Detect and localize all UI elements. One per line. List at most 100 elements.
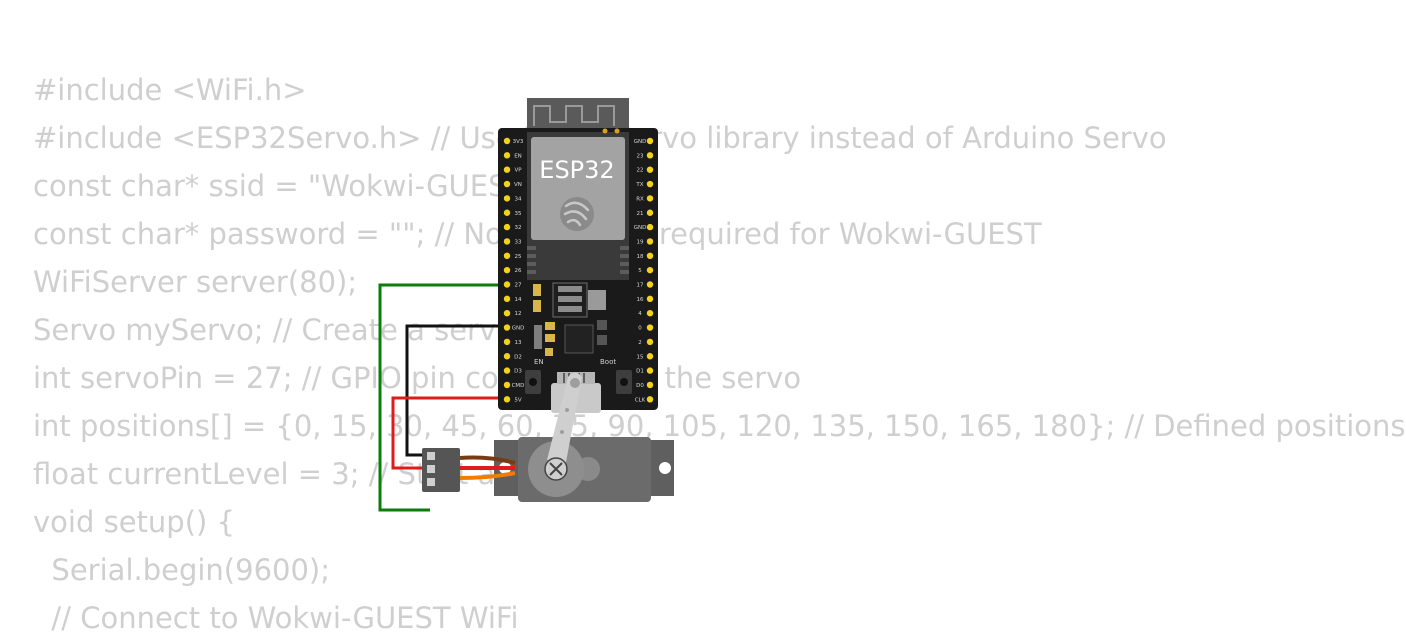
chip-label: ESP32 [539, 156, 614, 184]
left-pin-label: D2 [514, 354, 522, 360]
left-pin-label: 32 [515, 225, 522, 231]
usb-uart-chip [564, 324, 594, 354]
code-line: // Connect to Wokwi-GUEST WiFi [33, 601, 519, 635]
circuit-canvas: ESP32 EN Boot [378, 98, 674, 512]
left-pin[interactable] [503, 180, 511, 188]
right-pin-label: 0 [638, 326, 642, 332]
left-pin[interactable] [503, 152, 511, 159]
right-pin-label: 2 [638, 340, 642, 346]
en-button-label: EN [534, 358, 544, 366]
left-pin-label: 27 [515, 283, 522, 289]
servo-motor[interactable] [422, 372, 674, 503]
wires [378, 283, 508, 512]
left-pin-label: VP [514, 168, 522, 174]
esp32-board[interactable]: ESP32 EN Boot [498, 98, 658, 413]
left-pin-label: 3V3 [513, 139, 524, 145]
left-pin[interactable] [503, 209, 511, 216]
right-pin-label: 17 [637, 283, 644, 289]
antenna-trace-icon [533, 105, 615, 126]
code-editor-background: #include <WiFi.h>#include <ESP32Servo.h>… [33, 66, 1406, 642]
right-pin[interactable] [646, 310, 654, 317]
left-pin[interactable] [503, 137, 511, 145]
right-pin-label: 4 [638, 311, 642, 317]
right-pin[interactable] [646, 324, 654, 331]
ground-wire[interactable] [405, 324, 508, 457]
left-pin[interactable] [503, 367, 511, 374]
left-pin[interactable] [503, 166, 511, 173]
right-pin-label: 5 [638, 268, 642, 274]
power-wire[interactable] [391, 396, 508, 470]
left-pin-label: 14 [515, 297, 522, 303]
left-pin-label: 35 [515, 211, 522, 217]
right-pin-label: GND [634, 139, 647, 145]
right-pin-label: GND [634, 225, 647, 231]
right-pin[interactable] [646, 137, 654, 145]
right-pin-label: 22 [637, 168, 644, 174]
right-pin[interactable] [646, 353, 654, 360]
left-pin[interactable] [503, 295, 511, 303]
left-pin-label: 5V [514, 397, 521, 403]
right-pin[interactable] [646, 166, 654, 173]
left-pin[interactable] [503, 238, 511, 245]
right-pin-label: 19 [637, 239, 644, 245]
right-pin-label: RX [636, 196, 644, 202]
right-pin[interactable] [646, 367, 654, 374]
right-pin[interactable] [646, 266, 654, 274]
right-pin[interactable] [646, 209, 654, 216]
left-pin-label: EN [514, 153, 522, 159]
right-pin-label: CLK [635, 397, 646, 403]
left-pin[interactable] [503, 353, 511, 360]
left-pin[interactable] [503, 223, 511, 231]
right-pin[interactable] [646, 180, 654, 188]
left-pin[interactable] [503, 195, 511, 202]
left-pin-label: 12 [515, 311, 522, 317]
left-pin[interactable] [503, 324, 511, 331]
code-line: WiFiServer server(80); [33, 265, 358, 299]
right-pin[interactable] [646, 195, 654, 202]
right-pin-label: 18 [637, 254, 644, 260]
left-pin[interactable] [503, 310, 511, 317]
right-pin[interactable] [646, 396, 654, 403]
code-line: Serial.begin(9600); [33, 553, 331, 587]
left-pin[interactable] [503, 281, 511, 288]
left-pin-label: CMD [512, 383, 525, 389]
code-line: #include <WiFi.h> [33, 73, 307, 107]
wifi-antenna [527, 98, 629, 132]
right-pin[interactable] [646, 238, 654, 245]
left-pin-label: 33 [515, 239, 522, 245]
left-pin[interactable] [503, 266, 511, 274]
left-pin-label: 26 [515, 268, 522, 274]
right-pin-label: 16 [637, 297, 644, 303]
right-pin[interactable] [646, 295, 654, 303]
left-pin[interactable] [503, 252, 511, 259]
right-pin-label: 15 [637, 354, 644, 360]
right-pin-label: D1 [636, 369, 644, 375]
espressif-logo-swoosh-icon [563, 201, 590, 227]
left-pin-label: D3 [514, 369, 522, 375]
code-line: void setup() { [33, 505, 235, 539]
left-pin[interactable] [503, 381, 511, 389]
left-pin[interactable] [503, 338, 511, 346]
right-pin-label: 21 [637, 211, 644, 217]
servo-horn[interactable] [547, 372, 582, 463]
left-pin-label: 25 [515, 254, 522, 260]
right-pin[interactable] [646, 381, 654, 389]
right-pin[interactable] [646, 252, 654, 259]
left-pin[interactable] [503, 396, 511, 403]
signal-wire[interactable] [378, 283, 508, 512]
left-pin-label: VN [514, 182, 522, 188]
left-pin-label: GND [512, 326, 525, 332]
right-pin[interactable] [646, 223, 654, 231]
left-pin-label: 34 [515, 196, 522, 202]
right-pin[interactable] [646, 338, 654, 346]
right-pin-label: 23 [637, 153, 644, 159]
right-pin[interactable] [646, 152, 654, 159]
module-shield [531, 137, 625, 240]
right-pin-label: D0 [636, 383, 644, 389]
left-pin-label: 13 [515, 340, 522, 346]
right-pin-label: TX [635, 182, 643, 188]
right-pin[interactable] [646, 281, 654, 288]
boot-button-label: Boot [600, 358, 616, 366]
